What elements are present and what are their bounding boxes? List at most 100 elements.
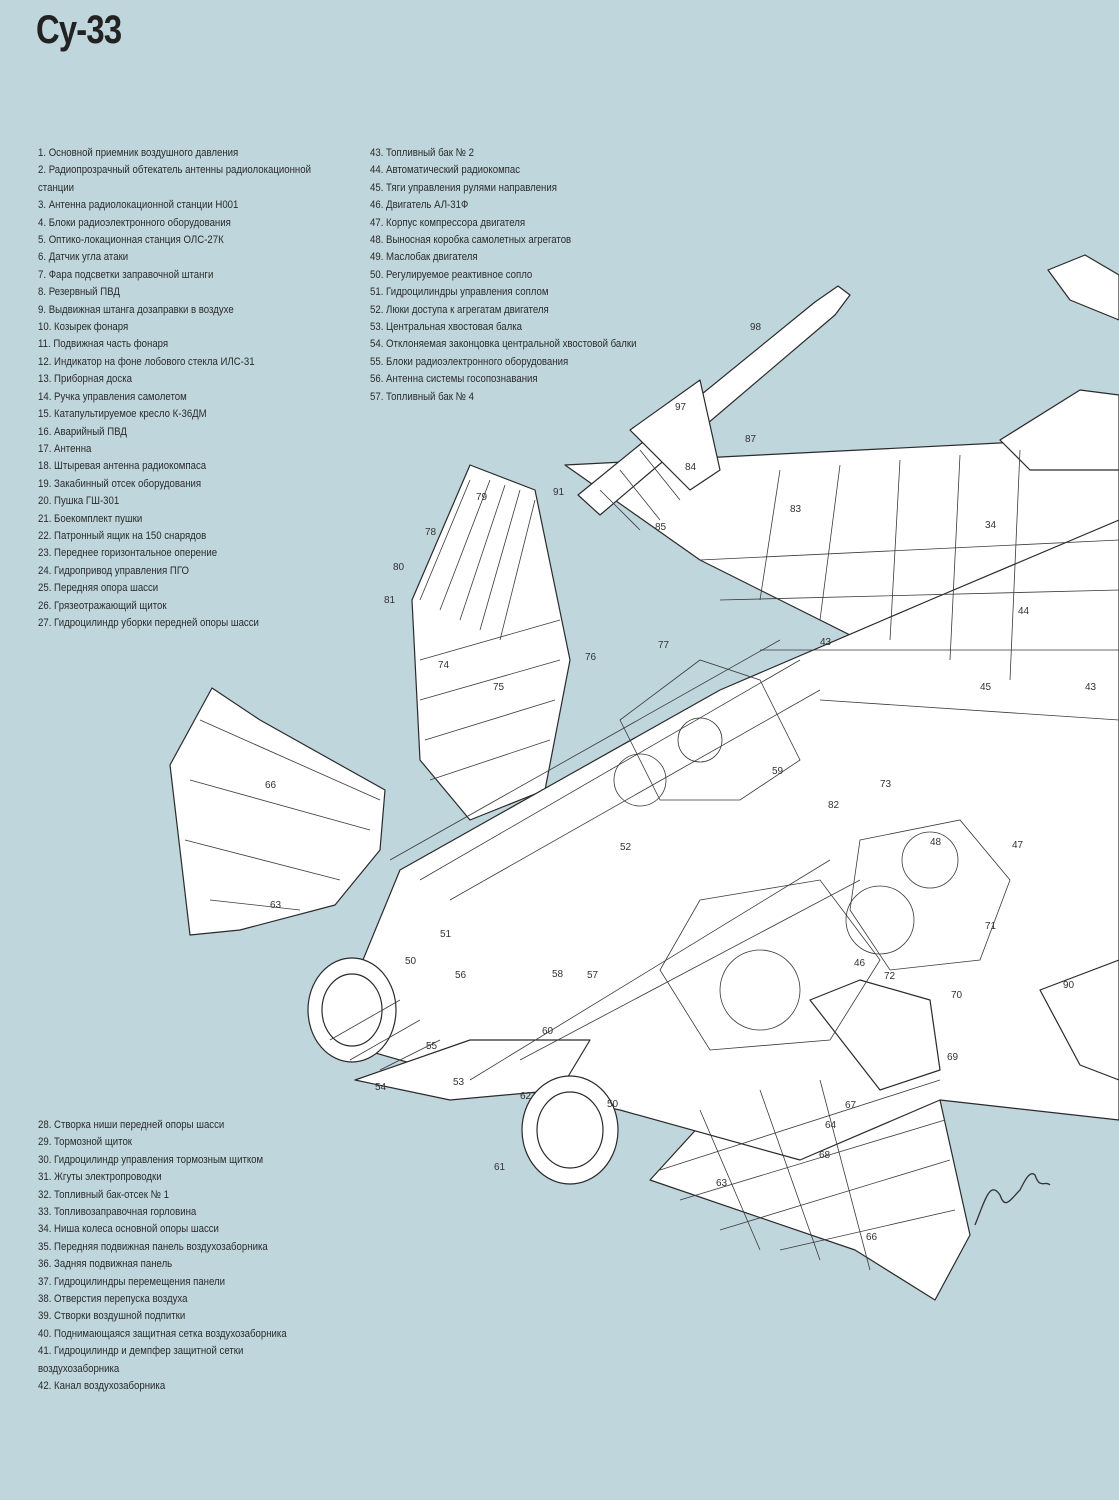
- callout-number: 46: [854, 958, 866, 969]
- legend-item: 10. Козырек фонаря: [38, 321, 129, 334]
- callout-number: 67: [845, 1100, 857, 1111]
- legend-item: 57. Топливный бак № 4: [370, 390, 474, 403]
- legend-item: 3. Антенна радиолокационной станции Н001: [38, 199, 239, 212]
- callout-number: 74: [438, 660, 450, 671]
- callout-number: 77: [658, 640, 670, 651]
- callout-number: 61: [494, 1162, 506, 1173]
- legend-item: 21. Боекомплект пушки: [38, 512, 143, 525]
- callout-number: 72: [884, 971, 896, 982]
- callout-number: 81: [384, 595, 396, 606]
- callout-number: 43: [1085, 682, 1097, 693]
- legend-item: 11. Подвижная часть фонаря: [38, 338, 169, 351]
- callout-number: 76: [585, 652, 597, 663]
- callout-number: 60: [542, 1026, 554, 1037]
- callout-number: 34: [985, 520, 997, 531]
- legend-item: 42. Канал воздухозаборника: [38, 1380, 166, 1393]
- legend-item: 55. Блоки радиоэлектронного оборудования: [370, 355, 569, 368]
- legend-item: 47. Корпус компрессора двигателя: [370, 216, 526, 229]
- legend-item: 48. Выносная коробка самолетных агрегато…: [370, 234, 572, 247]
- callout-number: 70: [951, 990, 963, 1001]
- callout-number: 97: [675, 402, 687, 413]
- legend-column-3: 28. Створка ниши передней опоры шасси 29.…: [38, 1117, 339, 1396]
- callout-number: 45: [980, 682, 992, 693]
- legend-item: 33. Топливозаправочная горловина: [38, 1206, 197, 1219]
- legend-item: 32. Топливный бак-отсек № 1: [38, 1188, 170, 1201]
- callout-number: 69: [947, 1052, 959, 1063]
- callout-number: 68: [819, 1150, 831, 1161]
- callout-number: 90: [1063, 980, 1075, 991]
- artist-signature: [974, 1173, 1051, 1226]
- legend-item: 44. Автоматический радиокомпас: [370, 164, 521, 177]
- callout-number: 78: [425, 527, 437, 538]
- callout-number: 54: [375, 1082, 387, 1093]
- callout-number: 59: [772, 766, 784, 777]
- callout-number: 71: [985, 921, 997, 932]
- wingtip-upper: [1047, 254, 1119, 321]
- ventral-fin: [809, 979, 941, 1091]
- legend-item: 53. Центральная хвостовая балка: [370, 321, 523, 334]
- callout-number: 56: [455, 970, 467, 981]
- legend-item: 24. Гидропривод управления ПГО: [38, 564, 189, 577]
- callout-number: 85: [655, 522, 667, 533]
- callout-number: 55: [426, 1041, 438, 1052]
- callout-number: 82: [828, 800, 840, 811]
- callout-number: 50: [405, 956, 417, 967]
- callout-number: 87: [745, 434, 757, 445]
- callout-number: 44: [1018, 606, 1030, 617]
- legend-item: 7. Фара подсветки заправочной штанги: [38, 268, 214, 281]
- legend-item: 2. Радиопрозрачный обтекатель антенны ра…: [38, 164, 311, 194]
- legend-item: 15. Катапультируемое кресло К-36ДМ: [38, 408, 207, 421]
- legend-item: 4. Блоки радиоэлектронного оборудования: [38, 216, 231, 229]
- callout-number: 91: [553, 487, 565, 498]
- legend-item: 28. Створка ниши передней опоры шасси: [38, 1119, 225, 1131]
- page-title: Су-33: [36, 8, 122, 52]
- legend-item: 29. Тормозной щиток: [38, 1136, 133, 1149]
- legend-item: 17. Антенна: [38, 442, 92, 455]
- callout-number: 75: [493, 682, 505, 693]
- legend-item: 5. Оптико-локационная станция ОЛС-27К: [38, 234, 224, 247]
- callout-number: 52: [620, 842, 632, 853]
- legend-item: 18. Штыревая антенна радиокомпаса: [38, 460, 207, 473]
- legend-column-2: 43. Топливный бак № 2 44. Автоматический …: [370, 145, 671, 406]
- legend-item: 8. Резервный ПВД: [38, 286, 120, 299]
- legend-item: 49. Маслобак двигателя: [370, 251, 478, 264]
- callout-number: 83: [790, 504, 802, 515]
- legend-item: 27. Гидроцилиндр уборки передней опоры ш…: [38, 616, 259, 629]
- callout-number: 84: [685, 462, 697, 473]
- legend-item: 43. Топливный бак № 2: [370, 147, 474, 159]
- legend-item: 35. Передняя подвижная панель воздухозаб…: [38, 1240, 268, 1253]
- legend-item: 23. Переднее горизонтальное оперение: [38, 547, 218, 560]
- legend-item: 9. Выдвижная штанга дозаправки в воздухе: [38, 303, 234, 316]
- legend-item: 31. Жгуты электропроводки: [38, 1171, 162, 1184]
- missile-fin: [629, 379, 721, 491]
- callout-number: 73: [880, 779, 892, 790]
- callout-number: 47: [1012, 840, 1024, 851]
- legend-item: 40. Поднимающаяся защитная сетка воздухо…: [38, 1327, 287, 1340]
- tail-boom: [354, 1039, 591, 1101]
- callout-number: 58: [552, 969, 564, 980]
- legend-item: 36. Задняя подвижная панель: [38, 1258, 173, 1271]
- legend-item: 6. Датчик угла атаки: [38, 251, 129, 264]
- legend-item: 14. Ручка управления самолетом: [38, 390, 187, 403]
- vertical-fin-left: [411, 464, 571, 821]
- legend-item: 51. Гидроцилиндры управления соплом: [370, 286, 549, 299]
- legend-item: 30. Гидроцилиндр управления тормозным щи…: [38, 1153, 264, 1166]
- legend-item: 52. Люки доступа к агрегатам двигателя: [370, 303, 549, 316]
- callout-number: 53: [453, 1077, 465, 1088]
- legend-item: 19. Закабинный отсек оборудования: [38, 477, 202, 490]
- callout-number: 62: [520, 1091, 532, 1102]
- callout-number: 98: [750, 322, 762, 333]
- wing-right-edge: [1039, 959, 1119, 1081]
- legend-item: 39. Створки воздушной подпитки: [38, 1310, 186, 1323]
- legend-item: 56. Антенна системы госопознавания: [370, 373, 538, 386]
- callout-number: 66: [265, 780, 277, 791]
- callout-number: 48: [930, 837, 942, 848]
- legend-item: 26. Грязеотражающий щиток: [38, 599, 167, 612]
- legend-item: 16. Аварийный ПВД: [38, 425, 127, 438]
- callout-number: 50: [607, 1099, 619, 1110]
- legend-item: 41. Гидроцилиндр и демпфер защитной сетк…: [38, 1345, 244, 1375]
- callout-number: 80: [393, 562, 405, 573]
- legend-column-1: 1. Основной приемник воздушного давления…: [38, 145, 322, 632]
